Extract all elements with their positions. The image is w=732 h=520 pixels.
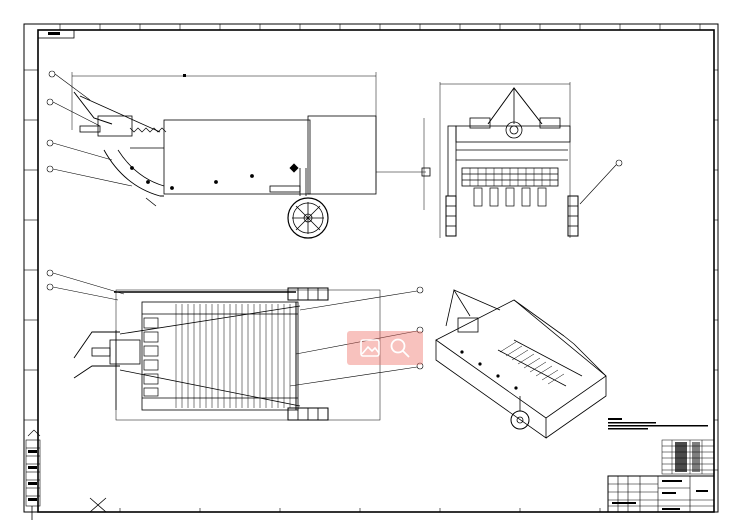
balloon-8 bbox=[416, 286, 424, 294]
top-view bbox=[73, 287, 381, 421]
watermark-overlay bbox=[347, 331, 423, 365]
balloon-6 bbox=[46, 269, 54, 277]
isometric-view bbox=[435, 288, 607, 439]
magnifier-icon bbox=[390, 338, 410, 358]
border-frame bbox=[23, 23, 719, 520]
side-view bbox=[71, 72, 431, 239]
balloon-9 bbox=[416, 326, 424, 334]
parts-list-table bbox=[661, 439, 715, 475]
balloon-1 bbox=[48, 70, 56, 78]
zone-ticks-bottom bbox=[119, 508, 601, 512]
conveyor-rods-iso bbox=[499, 341, 565, 385]
balloon-2 bbox=[46, 98, 54, 106]
zone-ticks-top bbox=[59, 24, 701, 30]
conveyor-rods-rear bbox=[469, 168, 551, 186]
rear-view bbox=[423, 82, 579, 238]
image-icon bbox=[360, 339, 380, 357]
depth-wheel-side bbox=[287, 168, 329, 239]
balloon-7 bbox=[46, 283, 54, 291]
balloon-5 bbox=[615, 159, 623, 167]
digging-shanks-top bbox=[143, 317, 159, 397]
part-balloons bbox=[46, 70, 623, 387]
drawing-number-box bbox=[37, 29, 75, 39]
digging-shanks-rear bbox=[473, 187, 547, 207]
technical-notes bbox=[608, 418, 708, 430]
balloon-4 bbox=[46, 165, 54, 173]
revision-strip bbox=[25, 429, 41, 507]
zone-ticks-right bbox=[714, 69, 718, 471]
balloon-10 bbox=[416, 362, 424, 370]
zone-ticks-left bbox=[24, 69, 38, 421]
balloon-3 bbox=[46, 139, 54, 147]
centering-mark bbox=[89, 497, 107, 513]
conveyor-rods-top bbox=[175, 304, 291, 408]
title-block bbox=[607, 475, 715, 513]
